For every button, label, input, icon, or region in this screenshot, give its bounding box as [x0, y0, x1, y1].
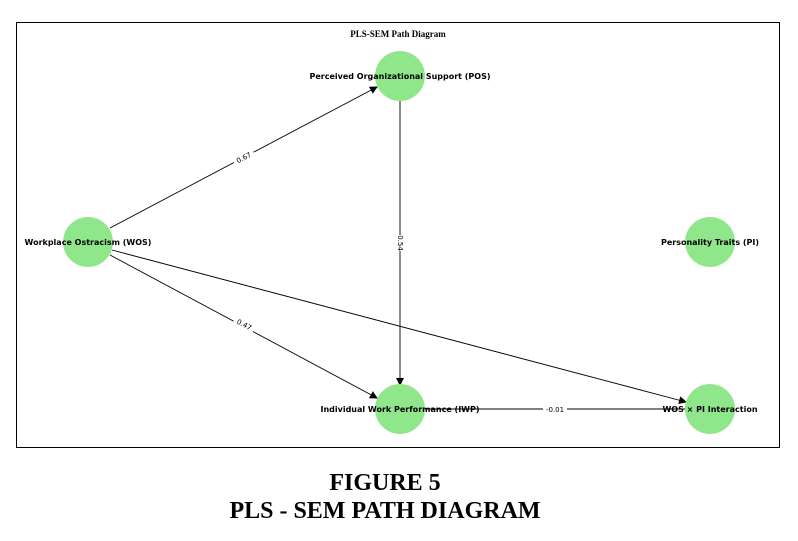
node-pi: [685, 217, 735, 267]
edge-label-iwp-int: -0.01: [546, 406, 564, 414]
node-label-pos: Perceived Organizational Support (POS): [309, 72, 490, 81]
node-wos: [63, 217, 113, 267]
figure-title: PLS - SEM PATH DIAGRAM: [229, 498, 541, 524]
edge-label-bg: [231, 148, 256, 167]
diagram-title: PLS-SEM Path Diagram: [350, 29, 446, 39]
node-int: [685, 384, 735, 434]
node-pos: [375, 51, 425, 101]
node-iwp: [375, 384, 425, 434]
node-label-int: WOS × PI Interaction: [662, 405, 757, 414]
node-label-pi: Personality Traits (PI): [661, 238, 759, 247]
node-label-wos: Workplace Ostracism (WOS): [25, 238, 152, 247]
edge-wos-int: [111, 249, 687, 405]
edge-label-wos-pos: 0.67: [235, 151, 253, 165]
edge-label-pos-iwp: 0.54: [396, 235, 404, 251]
node-label-iwp: Individual Work Performance (IWP): [320, 405, 479, 414]
path-diagram: PLS-SEM Path Diagram 0.67 0.54 0.47 -0.0…: [25, 29, 759, 434]
edge-label-bg: [232, 315, 257, 334]
figure-number: FIGURE 5: [329, 470, 441, 496]
edge-label-wos-iwp: 0.47: [235, 318, 253, 332]
edge-label-bg: [543, 404, 567, 414]
edge-label-bg: [395, 235, 405, 251]
